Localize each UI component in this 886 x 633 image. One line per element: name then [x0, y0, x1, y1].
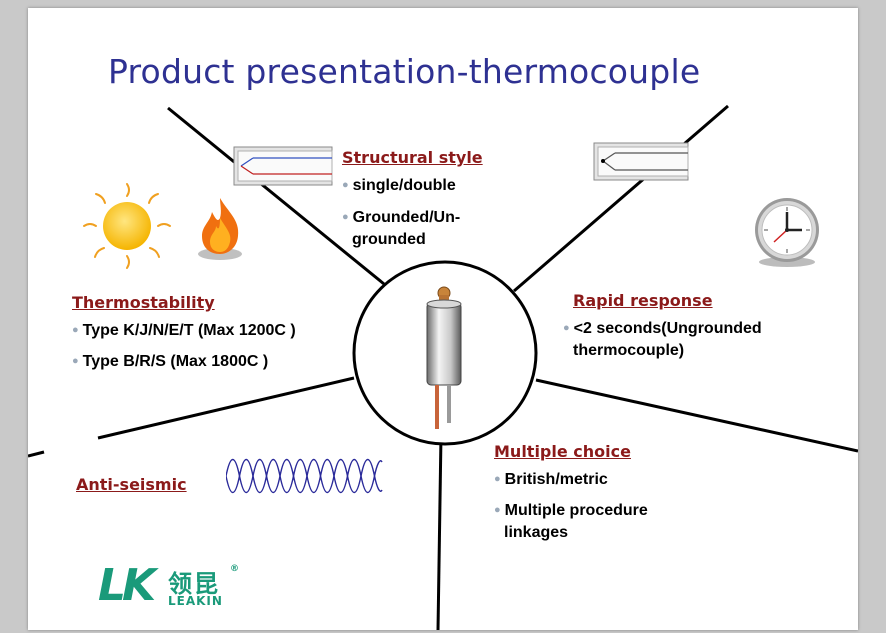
- bullet-icon: ●: [494, 473, 501, 485]
- logo-letters: LK: [98, 560, 156, 611]
- anti-seismic-heading: Anti-seismic: [76, 475, 187, 494]
- sun-icon: [83, 183, 171, 269]
- anti-seismic-wave-icon: [226, 458, 383, 494]
- multiple-item-procedure: ●Multiple procedure linkages: [494, 502, 648, 541]
- bullet-icon: ●: [72, 355, 79, 367]
- multiple-choice-heading: Multiple choice: [494, 442, 631, 461]
- bullet-icon: ●: [342, 211, 349, 223]
- spoke-bottom: [436, 434, 443, 630]
- rapid-response-item: ●<2 seconds(Ungrounded thermocouple): [563, 320, 762, 359]
- bullet-icon: ●: [342, 179, 349, 191]
- logo-trademark: ®: [230, 564, 239, 574]
- structural-style-heading: Structural style: [342, 148, 483, 167]
- spoke-right: [535, 378, 858, 453]
- structural-item-single-double: ●single/double: [342, 177, 456, 194]
- clock-icon: [755, 198, 819, 267]
- thermostability-heading: Thermostability: [72, 293, 215, 312]
- spoke-left: [97, 376, 355, 440]
- spoke-top-left: [167, 106, 385, 286]
- slide-title: Product presentation-thermocouple: [108, 52, 701, 91]
- spoke-far-left: [28, 450, 45, 458]
- slide: Product presentation-thermocouple: [28, 8, 858, 630]
- rapid-response-heading: Rapid response: [573, 291, 713, 310]
- bullet-icon: ●: [72, 324, 79, 336]
- logo-chinese: 领昆: [168, 570, 220, 598]
- thermocouple-icon: [426, 286, 462, 429]
- flame-icon: [198, 198, 242, 260]
- spoke-top-right: [513, 104, 729, 293]
- thermostability-item-type-b: ●Type B/R/S (Max 1800C ): [72, 353, 269, 370]
- wave-2: [226, 458, 383, 494]
- logo-name: LEAKIN: [168, 594, 223, 608]
- structural-item-grounded: ●Grounded/Un- grounded: [342, 209, 461, 248]
- leakin-logo: LK 领昆 ® LEAKIN: [98, 560, 258, 614]
- single-probe-icon: [233, 146, 333, 186]
- bullet-icon: ●: [494, 504, 501, 516]
- thermostability-item-type-k: ●Type K/J/N/E/T (Max 1200C ): [72, 322, 296, 339]
- bullet-icon: ●: [563, 322, 570, 334]
- multiple-item-british-metric: ●British/metric: [494, 471, 608, 488]
- grounded-probe-icon: [593, 142, 689, 181]
